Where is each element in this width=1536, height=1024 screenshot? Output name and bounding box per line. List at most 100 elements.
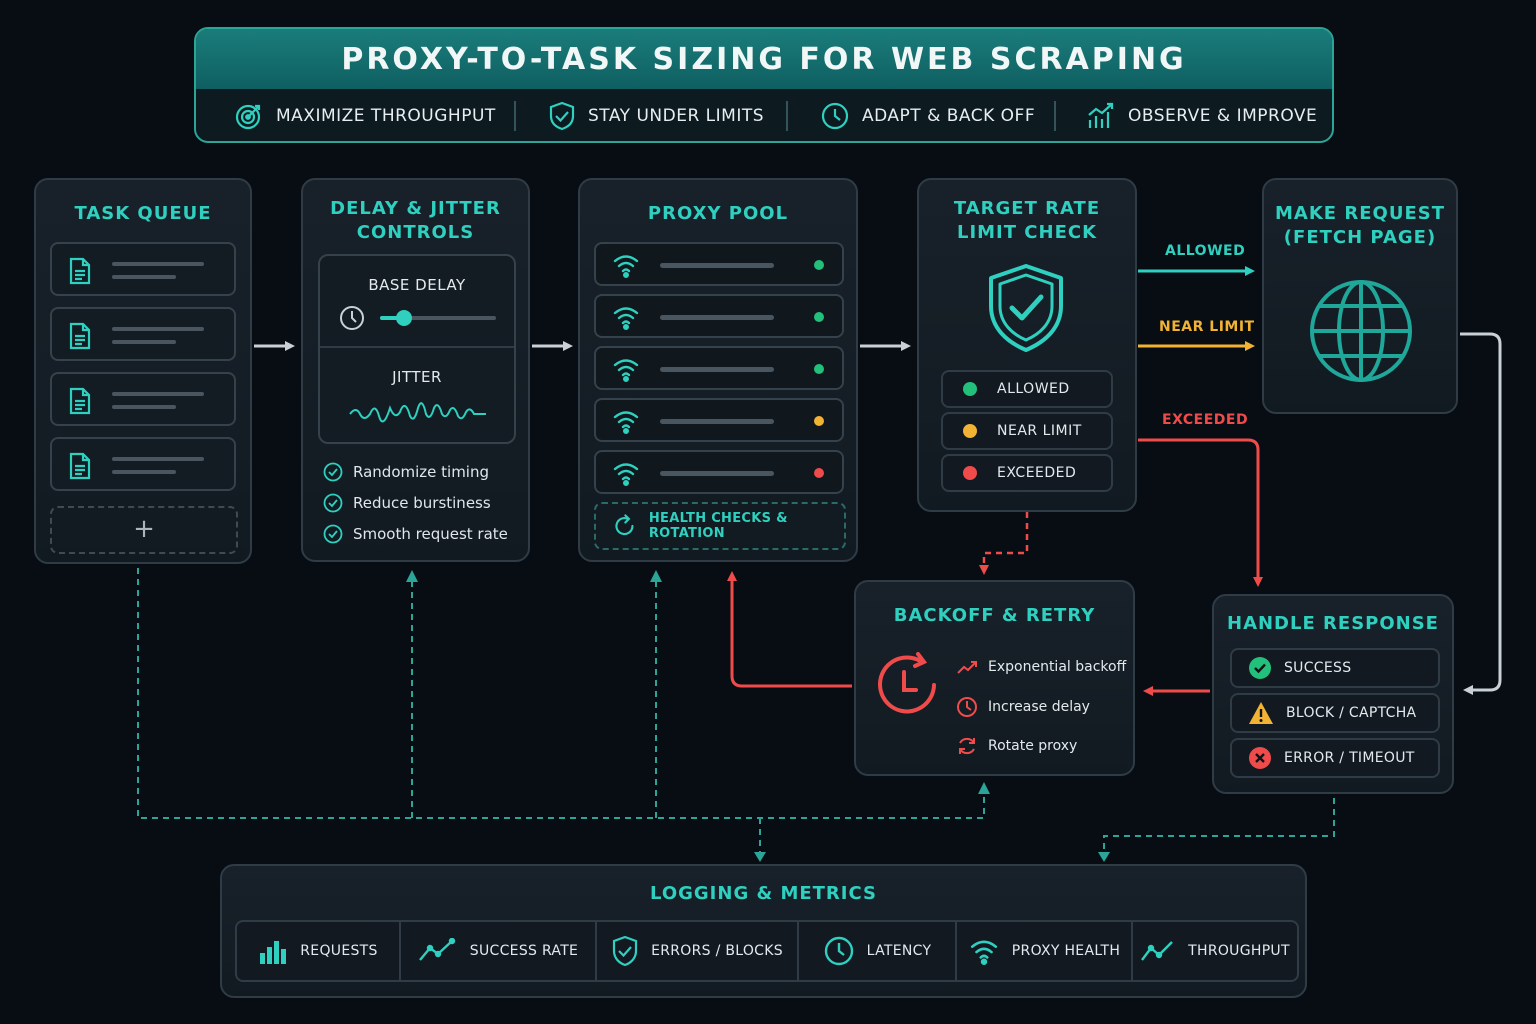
clock-icon [957, 697, 977, 717]
proxy-pool-panel: PROXY POOL HEALTH CHECKS & ROTATION [578, 178, 858, 562]
metric-latency[interactable]: LATENCY [797, 920, 957, 982]
proxy-row[interactable] [594, 294, 844, 338]
bar-chart-icon [260, 941, 287, 964]
queue-task-item[interactable] [50, 437, 236, 491]
bar-chart-up-icon [1088, 102, 1114, 128]
task-queue-title: TASK QUEUE [74, 203, 212, 224]
clock-icon [824, 936, 853, 966]
proxy-row[interactable] [594, 398, 844, 442]
check-item: Randomize timing [323, 462, 489, 482]
queue-task-item[interactable] [50, 372, 236, 426]
clock-icon [821, 102, 849, 130]
clock-icon [340, 306, 364, 330]
add-task-button[interactable]: + [50, 506, 238, 554]
jitter-wave-icon [349, 402, 486, 423]
logging-metrics-panel: LOGGING & METRICS REQUESTS SUCCESS RATE … [220, 864, 1307, 998]
health-checks-rotation[interactable]: HEALTH CHECKS & ROTATION [594, 502, 846, 550]
proxy-status-dot [814, 364, 824, 374]
handle-response-panel: HANDLE RESPONSE SUCCESS BLOCK / CAPTCHA … [1212, 594, 1454, 794]
proxy-row[interactable] [594, 450, 844, 494]
pillar-adapt-back-off: ADAPT & BACK OFF [820, 101, 1035, 131]
pillar-observe-improve: OBSERVE & IMPROVE [1086, 101, 1317, 131]
wifi-icon [613, 307, 639, 330]
check-circle-icon [323, 462, 343, 482]
logging-title: LOGGING & METRICS [650, 883, 877, 904]
status-near-limit: NEAR LIMIT [941, 412, 1113, 450]
target-icon [235, 104, 261, 130]
jitter-label: JITTER [392, 368, 442, 386]
response-error-timeout: ERROR / TIMEOUT [1230, 738, 1440, 778]
trend-up-icon [957, 661, 977, 674]
globe-icon [1310, 280, 1412, 382]
metric-requests[interactable]: REQUESTS [235, 920, 401, 982]
response-success: SUCCESS [1230, 648, 1440, 688]
backoff-item: Exponential backoff [956, 658, 1126, 676]
logging-dashed-arrowheads [406, 570, 1110, 862]
line-chart-icon [418, 938, 455, 961]
proxy-row[interactable] [594, 242, 844, 286]
pillar-label: OBSERVE & IMPROVE [1128, 106, 1318, 126]
pillar-stay-under-limits: STAY UNDER LIMITS [548, 101, 764, 131]
logging-dashed-network [137, 568, 1335, 852]
error-x-icon [1249, 747, 1271, 769]
shield-check-icon [549, 101, 575, 131]
flow-label-near-limit: NEAR LIMIT [1159, 319, 1255, 335]
pillar-label: ADAPT & BACK OFF [862, 106, 1036, 126]
delay-settings-box: BASE DELAY JITTER [318, 254, 516, 444]
line-chart-icon [1141, 941, 1173, 961]
check-item: Reduce burstiness [323, 493, 491, 513]
make-request-title: MAKE REQUEST(FETCH PAGE) [1275, 203, 1445, 248]
check-circle-icon [323, 524, 343, 544]
status-exceeded: EXCEEDED [941, 454, 1113, 492]
proxy-status-dot [814, 312, 824, 322]
base-delay-slider[interactable] [380, 310, 496, 326]
flow-arrow-check-to-backoff [979, 512, 1029, 575]
task-queue-panel: TASK QUEUE + [34, 178, 252, 564]
backoff-item: Increase delay [956, 696, 1090, 718]
check-item: Smooth request rate [323, 524, 508, 544]
rotate-icon [959, 737, 975, 755]
document-icon [69, 257, 91, 285]
pillar-label: STAY UNDER LIMITS [588, 106, 765, 126]
document-icon [69, 322, 91, 350]
response-block-captcha: BLOCK / CAPTCHA [1230, 693, 1440, 733]
slider-thumb[interactable] [396, 310, 412, 326]
flow-label-exceeded: EXCEEDED [1162, 412, 1249, 428]
status-allowed: ALLOWED [941, 370, 1113, 408]
backoff-retry-panel: BACKOFF & RETRY Exponential backoff Incr… [854, 580, 1135, 776]
metric-errors-blocks[interactable]: ERRORS / BLOCKS [595, 920, 799, 982]
proxy-status-dot [814, 260, 824, 270]
pillar-maximize-throughput: MAXIMIZE THROUGHPUT [234, 101, 496, 131]
wifi-icon [970, 940, 997, 965]
flow-arrow-backoff-to-pool [727, 571, 852, 688]
metric-throughput[interactable]: THROUGHPUT [1131, 920, 1299, 982]
queue-task-item[interactable] [50, 307, 236, 361]
proxy-status-dot [814, 416, 824, 426]
wifi-icon [613, 255, 639, 278]
flow-label-allowed: ALLOWED [1165, 243, 1246, 259]
check-circle-icon [323, 493, 343, 513]
flow-arrow-exceeded [1138, 438, 1263, 587]
make-request-panel: MAKE REQUEST(FETCH PAGE) [1262, 178, 1458, 414]
proxy-pool-title: PROXY POOL [647, 203, 789, 224]
document-icon [69, 387, 91, 415]
backoff-clock-icon [878, 652, 936, 714]
wifi-icon [613, 359, 639, 382]
proxy-row[interactable] [594, 346, 844, 390]
flow-arrow-request-to-response [1460, 332, 1502, 695]
pillar-label: MAXIMIZE THROUGHPUT [276, 106, 496, 126]
success-check-icon [1249, 657, 1271, 679]
health-checks-label: HEALTH CHECKS & ROTATION [648, 511, 788, 541]
base-delay-label: BASE DELAY [368, 276, 466, 294]
queue-task-item[interactable] [50, 242, 236, 296]
page-title: PROXY-TO-TASK SIZING FOR WEB SCRAPING [341, 42, 1187, 77]
metric-proxy-health[interactable]: PROXY HEALTH [955, 920, 1133, 982]
wifi-icon [613, 411, 639, 434]
metric-success-rate[interactable]: SUCCESS RATE [399, 920, 597, 982]
backoff-item: Rotate proxy [956, 735, 1077, 757]
warning-icon [1249, 702, 1273, 724]
proxy-status-dot [814, 468, 824, 478]
